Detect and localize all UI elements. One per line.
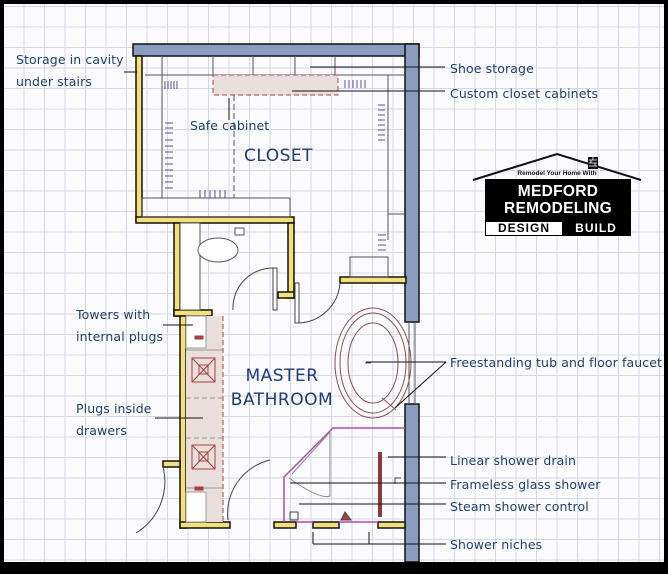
callout-towers-internal-plugs: Towers with internal plugs [76,307,164,344]
room-label-closet: CLOSET [244,146,314,166]
callout-leaders [124,66,447,545]
door-swings [135,267,341,534]
logo-design-build: DESIGN BUILD [485,221,631,236]
interior-walls [135,55,407,529]
callout-custom-closet-cabinets: Custom closet cabinets [450,86,599,101]
linear-shower-drain [378,452,382,517]
shower-fixtures [289,477,401,521]
hanging-clothes [164,80,386,251]
logo-name: MEDFORD REMODELING [485,179,631,221]
callout-linear-shower-drain: Linear shower drain [450,453,576,468]
room-label-master-bathroom: MASTER BATHROOM [230,366,334,410]
vanity [185,315,224,523]
house-roof-icon [472,152,642,181]
floor-plan-canvas: Storage in cavity under stairs Towers wi… [4,4,664,562]
toilet [179,222,245,311]
callout-safe-cabinet: Safe cabinet [190,118,270,133]
callout-steam-shower-control: Steam shower control [450,499,589,514]
medford-remodeling-logo: Remodel Your Home With MEDFORD REMODELIN… [471,152,643,240]
callout-shower-niches: Shower niches [450,537,543,552]
callout-storage-under-stairs: Storage in cavity under stairs [16,52,124,89]
freestanding-tub [334,307,412,419]
floor-plan-drawing [124,43,447,562]
closet-shelving [141,56,405,278]
logo-tagline: Remodel Your Home With [517,170,597,177]
callout-shoe-storage: Shoe storage [450,61,534,76]
shower [283,427,405,523]
callout-frameless-glass-shower: Frameless glass shower [450,477,601,492]
custom-closet-cabinets [212,74,339,96]
callout-freestanding-tub: Freestanding tub and floor faucet [450,355,663,370]
callout-plugs-inside-drawers: Plugs inside drawers [76,401,152,438]
